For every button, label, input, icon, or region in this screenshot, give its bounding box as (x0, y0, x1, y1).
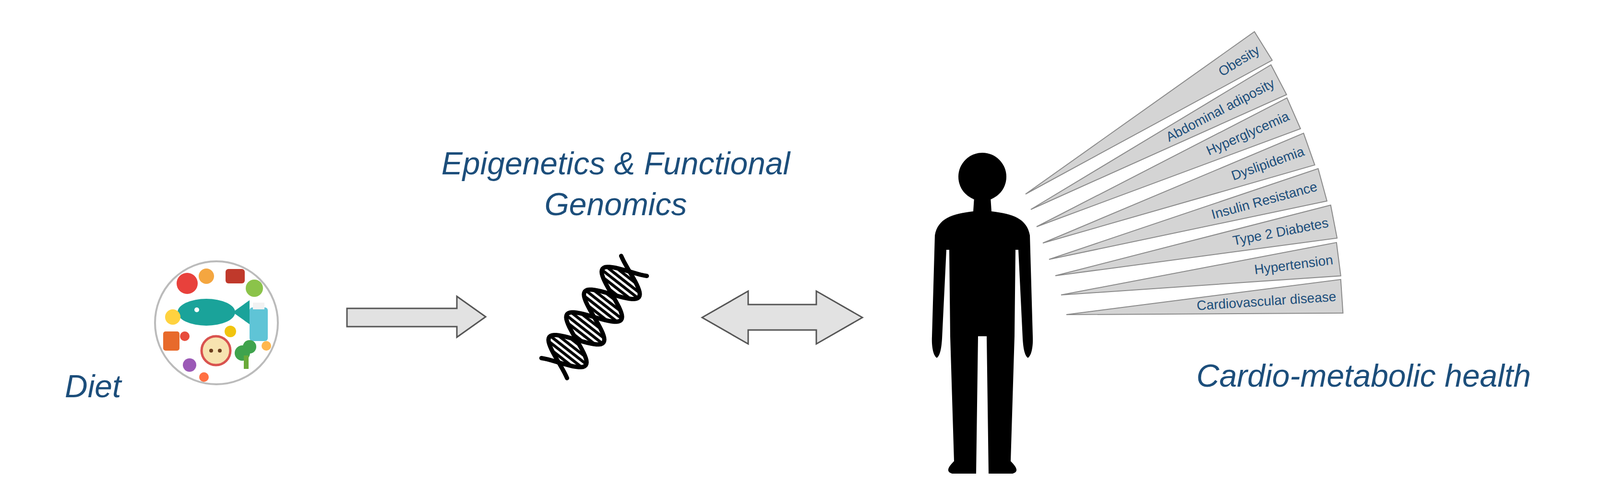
food-plate (155, 261, 278, 384)
dna-strand (536, 251, 653, 383)
arrow (346, 296, 486, 337)
caption-label: Diet (64, 365, 121, 407)
wedge-outline (1065, 279, 1344, 332)
dna-strand (536, 251, 653, 383)
dna-helix (536, 251, 653, 383)
caption-label: Epigenetics & Functional Genomics (375, 143, 856, 225)
caption-label: Cardio-metabolic health (1196, 355, 1531, 396)
double-arrow (702, 290, 863, 344)
human-silhouette (931, 152, 1033, 474)
